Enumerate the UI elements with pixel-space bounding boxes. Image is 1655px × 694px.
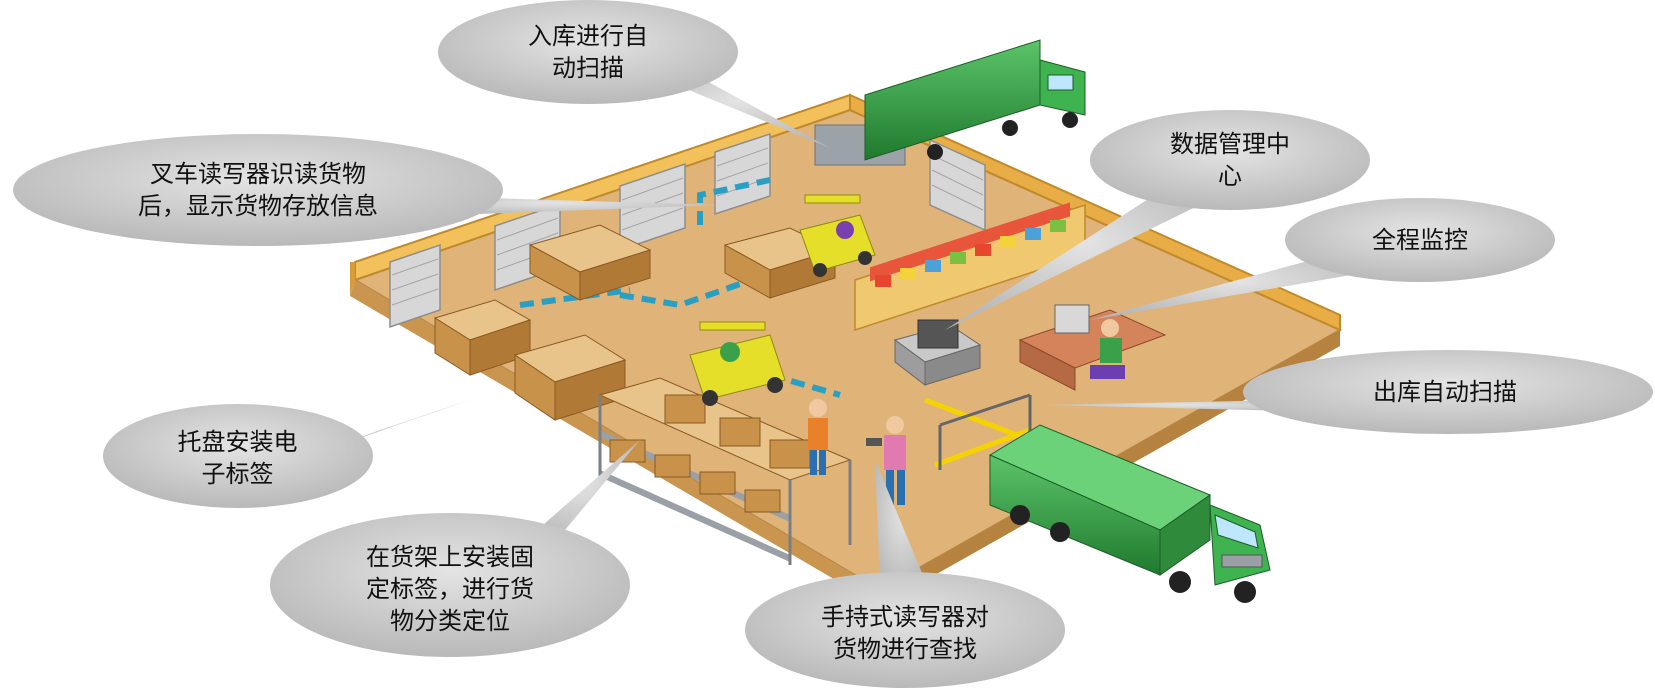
- callout-bubble-forklift-reader: [13, 134, 720, 246]
- callout-bubble-full-monitoring: [1090, 198, 1555, 320]
- partition-goods: [870, 202, 1070, 282]
- outbound-truck: [988, 424, 1271, 603]
- worker-handheld: [866, 416, 906, 505]
- callout-bubble-pallet-tag: [103, 400, 470, 508]
- callout-bubble-handheld-reader: [745, 460, 1065, 688]
- worker-orange: [808, 399, 828, 475]
- monitoring-desk: [1018, 304, 1167, 391]
- callout-bubble-outbound-scan: [1045, 350, 1653, 434]
- inbound-truck: [864, 39, 1086, 161]
- pallet-stacks: [433, 224, 837, 421]
- pallet-stack: [528, 224, 652, 301]
- server-terminal: [893, 319, 982, 387]
- callout-bubble-data-center: [945, 110, 1370, 330]
- back-right-wall: [849, 93, 1341, 332]
- storage-rack: [598, 377, 852, 565]
- left-wall-face: [350, 262, 355, 296]
- forklift-front: [689, 321, 786, 406]
- forklift-back: [799, 194, 876, 277]
- partition-items: [875, 220, 1066, 287]
- pallet-stack: [513, 334, 627, 421]
- outbound-floor-stripes: [924, 397, 1031, 468]
- callout-bubble-shelf-tag: [270, 440, 640, 657]
- pallet-stack: [433, 299, 532, 376]
- callout-bubble-inbound-scan: [438, 0, 830, 148]
